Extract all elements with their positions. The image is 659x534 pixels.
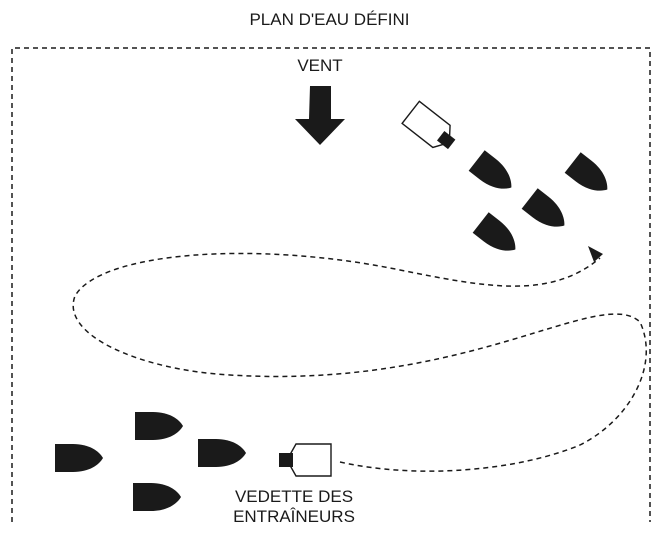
sailboat-hull-icon	[564, 152, 608, 191]
sailboat-hull-icon	[198, 439, 246, 467]
boat-group-top	[468, 150, 608, 251]
sailboat-hull-icon	[55, 444, 103, 472]
course-path-arrow	[72, 252, 647, 472]
course-arrowhead	[588, 246, 603, 262]
water-area-boundary	[11, 47, 651, 522]
sailboat-hull-icon	[133, 483, 181, 511]
wind-arrow-icon	[295, 86, 345, 145]
wind-label: VENT	[297, 56, 343, 75]
coach-boat-label-line-1: VEDETTE DES	[234, 487, 354, 506]
diagram-title: PLAN D'EAU DÉFINI	[249, 10, 410, 29]
sailboat-hull-icon	[135, 412, 183, 440]
coach-boat-label-line-2: ENTRAÎNEURS	[233, 507, 355, 526]
sailboat-hull-icon	[468, 150, 512, 189]
coach-boat-label: VEDETTE DES ENTRAÎNEURS	[214, 487, 374, 527]
coach-boat-bottom-icon	[279, 443, 332, 477]
coach-boat-top-icon	[401, 100, 456, 150]
sailboat-hull-icon	[472, 212, 516, 251]
sailboat-hull-icon	[521, 188, 565, 227]
boat-group-bottom	[55, 412, 246, 511]
